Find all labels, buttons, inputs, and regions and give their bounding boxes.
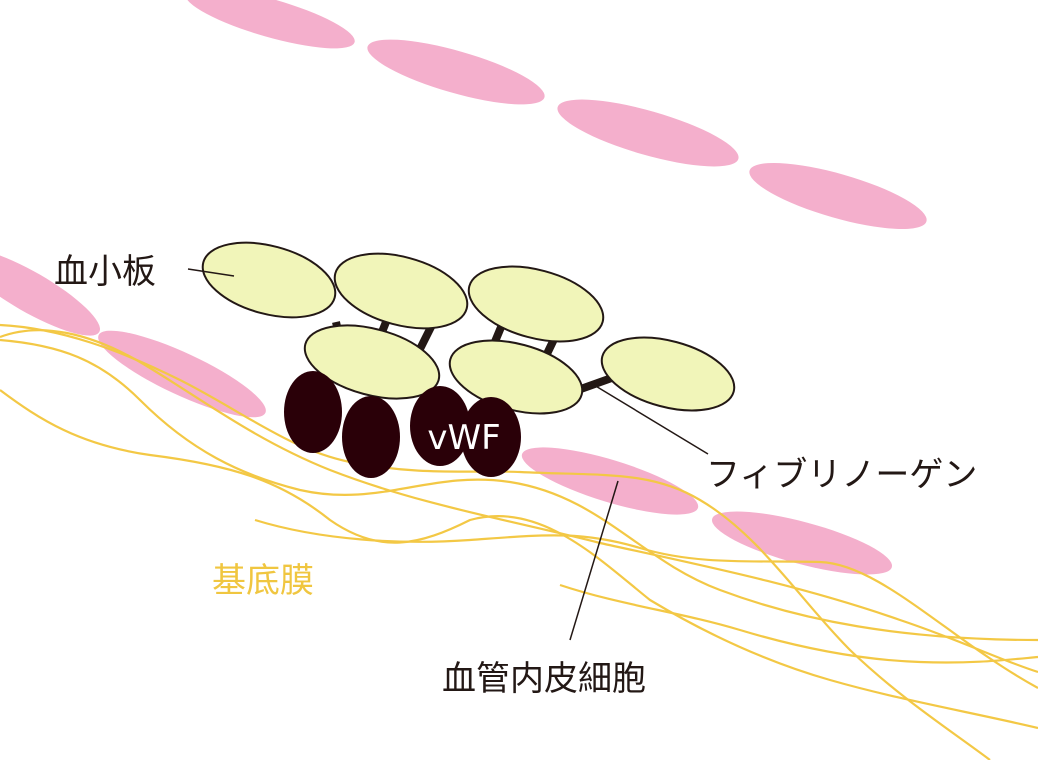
endothelial-leader-line bbox=[569, 480, 619, 641]
platelet bbox=[600, 336, 736, 412]
platelet-label: 血小板 bbox=[54, 252, 156, 292]
fibrinogen-leader-line bbox=[593, 384, 709, 455]
platelet-leader-line bbox=[187, 268, 235, 277]
vwf-molecule bbox=[461, 397, 521, 477]
fibrinogen-label: フィブリノーゲン bbox=[706, 455, 977, 495]
platelet bbox=[467, 265, 605, 343]
basement-membrane-fibers bbox=[0, 323, 1038, 760]
basement-fiber bbox=[0, 389, 1038, 730]
vwf-molecule bbox=[410, 386, 470, 466]
endothelial-cell bbox=[367, 39, 545, 105]
endothelial-cell bbox=[521, 447, 699, 515]
endothelial-cell bbox=[749, 162, 927, 230]
platelet bbox=[201, 241, 337, 319]
upper-endothelial-layer bbox=[185, 0, 927, 230]
leader-lines bbox=[187, 268, 709, 641]
vwf-label: vWF bbox=[427, 418, 500, 458]
lower-endothelial-layer bbox=[0, 248, 892, 575]
endothelial-cells-label: 血管内皮細胞 bbox=[442, 659, 646, 699]
endothelial-cell bbox=[185, 0, 355, 49]
vwf-molecule bbox=[284, 371, 342, 453]
basement-fiber bbox=[0, 323, 991, 760]
basement-fiber bbox=[254, 518, 1038, 689]
basement-membrane-label: 基底膜 bbox=[212, 561, 314, 601]
endothelial-cell bbox=[712, 511, 892, 575]
endothelial-cell bbox=[0, 248, 101, 336]
platelet bbox=[333, 252, 469, 330]
basement-fiber bbox=[0, 338, 1038, 642]
vwf-cluster bbox=[284, 371, 521, 478]
endothelial-cell bbox=[557, 99, 739, 167]
basement-fiber bbox=[559, 583, 1038, 664]
endothelial-cell bbox=[98, 330, 266, 418]
platelet bbox=[303, 324, 441, 400]
platelets bbox=[201, 241, 736, 415]
vwf-molecule bbox=[342, 396, 400, 478]
